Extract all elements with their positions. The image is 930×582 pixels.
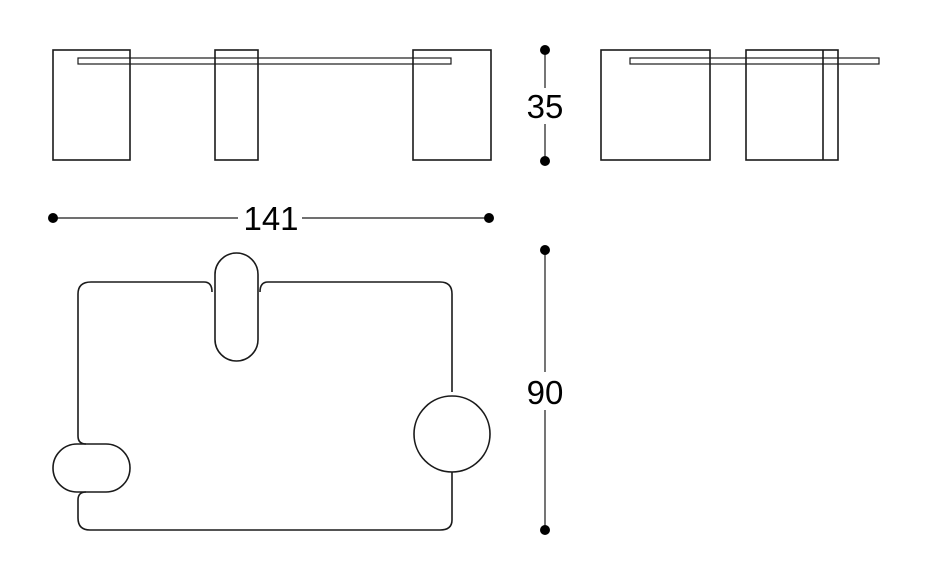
front-elevation xyxy=(52,49,492,161)
side-glass-top xyxy=(629,57,880,65)
width-dimension: 141 xyxy=(48,198,494,237)
plan-tabletop-outline xyxy=(77,281,453,531)
height-label-bg xyxy=(522,88,568,124)
front-leg-middle xyxy=(214,49,259,161)
width-label-bg xyxy=(238,198,302,236)
width-dimension-end-dot xyxy=(484,213,494,223)
side-block-left xyxy=(600,49,711,161)
depth-dimension: 90 xyxy=(522,245,568,535)
depth-dimension-start-dot xyxy=(540,245,550,255)
height-label: 35 xyxy=(527,88,564,125)
depth-label: 90 xyxy=(527,374,564,411)
side-block-right xyxy=(745,49,839,161)
width-label: 141 xyxy=(243,200,298,237)
width-dimension-start-dot xyxy=(48,213,58,223)
depth-label-bg xyxy=(522,372,568,410)
height-dimension: 35 xyxy=(522,45,568,166)
plan-leg-oval-left xyxy=(52,443,131,493)
height-dimension-end-dot xyxy=(540,156,550,166)
plan-view xyxy=(52,252,491,531)
front-leg-right xyxy=(412,49,492,161)
plan-leg-oval-top xyxy=(214,252,259,362)
height-dimension-start-dot xyxy=(540,45,550,55)
front-glass-top xyxy=(77,57,452,65)
side-elevation xyxy=(600,49,880,161)
front-leg-left xyxy=(52,49,131,161)
depth-dimension-end-dot xyxy=(540,525,550,535)
plan-leg-round-right xyxy=(413,395,491,473)
